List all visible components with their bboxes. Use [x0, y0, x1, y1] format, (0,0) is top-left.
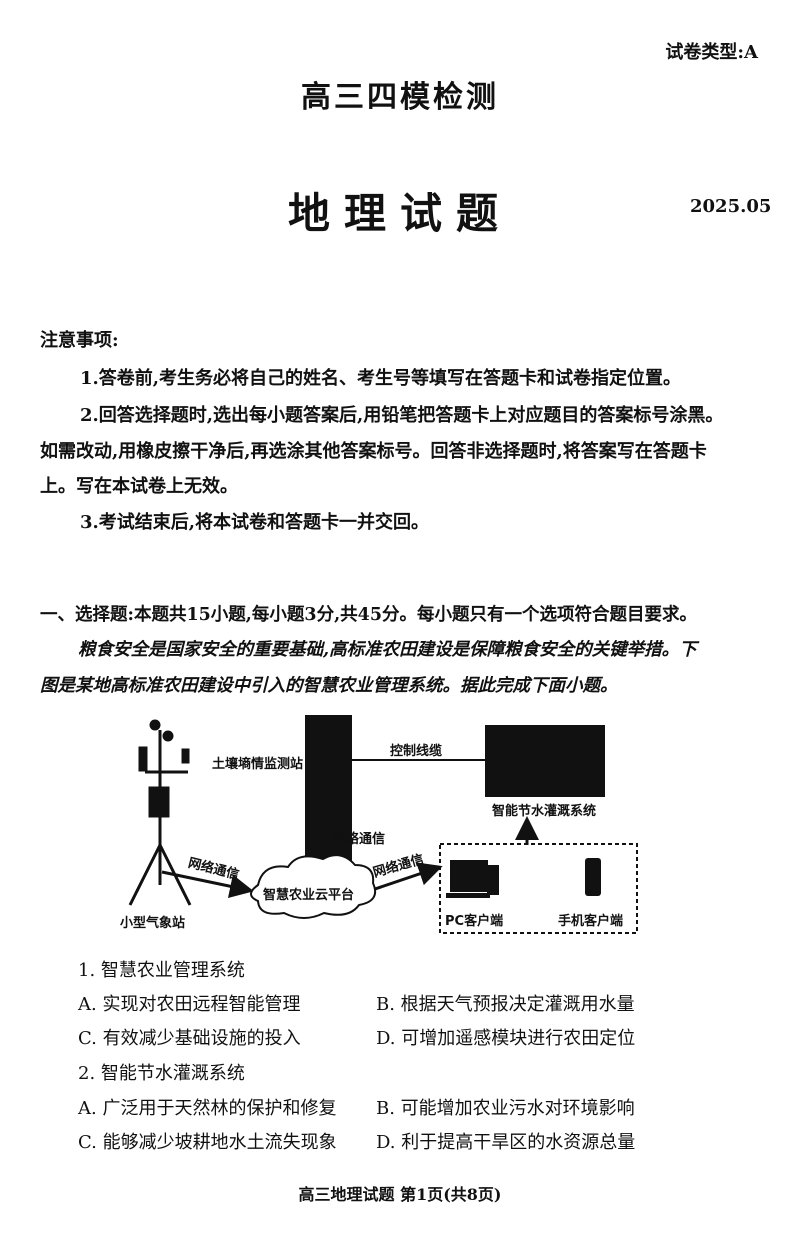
mobile-phone-icon [585, 858, 601, 896]
paper-type: 试卷类型:A [665, 42, 758, 63]
question-2-option-b: B. 可能增加农业污水对环境影响 [376, 1098, 635, 1119]
pc-icon [446, 860, 499, 898]
cloud-icon [250, 854, 377, 919]
question-1-option-a: A. 实现对农田远程智能管理 [78, 994, 301, 1015]
page-title: 地理试题 [287, 189, 512, 238]
control-cable-label: 控制线缆 [390, 744, 443, 759]
question-2-option-d: D. 利于提高干旱区的水资源总量 [376, 1132, 636, 1153]
question-1-stem: 1. 智慧农业管理系统 [78, 960, 245, 981]
note-3: 3.考试结束后,将本试卷和答题卡一并交回。 [80, 512, 430, 533]
question-1-option-d: D. 可增加遥感模块进行农田定位 [376, 1028, 636, 1049]
smart-agriculture-diagram: 土壤墒情监测站 控制线缆 智能节水灌溉系统 网络通信 网络通信 网络通信 小型气… [100, 700, 660, 940]
irrigation-label: 智能节水灌溉系统 [492, 804, 597, 819]
mobile-client-label: 手机客户端 [558, 914, 624, 929]
soil-station-label: 土壤墒情监测站 [212, 757, 304, 772]
weather-station-label: 小型气象站 [120, 916, 186, 931]
pc-client-label: PC客户端 [445, 914, 504, 929]
page-footer: 高三地理试题 第1页(共8页) [298, 1185, 502, 1204]
note-1: 1.答卷前,考生务必将自己的姓名、考生号等填写在答题卡和试卷指定位置。 [80, 368, 682, 389]
exam-name: 高三四模检测 [301, 80, 499, 115]
network-label-soil: 网络通信 [333, 832, 386, 847]
note-2: 2.回答选择题时,选出每小题答案后,用铅笔把答题卡上对应题目的答案标号涂黑。 [80, 405, 724, 426]
note-2-cont: 如需改动,用橡皮擦干净后,再选涂其他答案标号。回答非选择题时,将答案写在答题卡 [40, 441, 707, 462]
cloud-platform-label: 智慧农业云平台 [263, 888, 355, 903]
exam-date: 2025.05 [690, 196, 772, 217]
question-1-option-b: B. 根据天气预报决定灌溉用水量 [376, 994, 635, 1015]
question-2-stem: 2. 智能节水灌溉系统 [78, 1063, 245, 1084]
question-1-option-c: C. 有效减少基础设施的投入 [78, 1028, 301, 1049]
irrigation-image [485, 725, 605, 797]
client-box [439, 843, 638, 934]
intro-line-1: 粮食安全是国家安全的重要基础,高标准农田建设是保障粮食安全的关键举措。下 [78, 640, 697, 660]
notes-heading: 注意事项: [40, 330, 119, 351]
question-2-option-a: A. 广泛用于天然林的保护和修复 [78, 1098, 337, 1119]
note-2-end: 上。写在本试卷上无效。 [40, 476, 238, 497]
weather-station-icon [128, 719, 192, 906]
diagram-graphics [128, 715, 638, 934]
intro-line-2: 图是某地高标准农田建设中引入的智慧农业管理系统。据此完成下面小题。 [40, 676, 618, 696]
question-2-option-c: C. 能够减少坡耕地水土流失现象 [78, 1132, 337, 1153]
section-heading: 一、选择题:本题共15小题,每小题3分,共45分。每小题只有一个选项符合题目要求… [40, 605, 698, 625]
